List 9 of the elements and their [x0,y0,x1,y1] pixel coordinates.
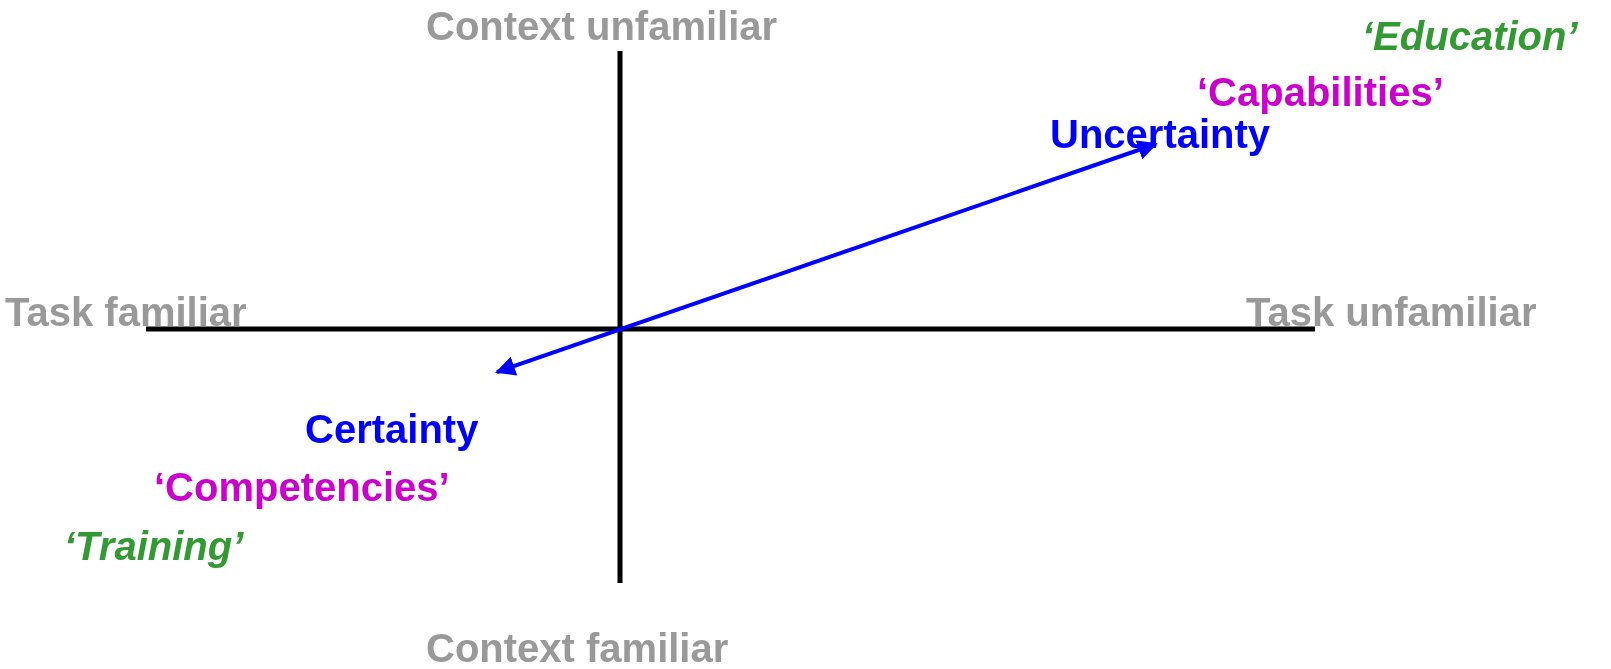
category-label: ‘Capabilities’ [1197,70,1444,114]
axis-label: Context unfamiliar [426,4,778,48]
category-label: ‘Training’ [64,524,244,568]
category-label: ‘Competencies’ [154,465,450,509]
axis-label: Task unfamiliar [1246,290,1537,334]
category-label: ‘Education’ [1362,14,1578,58]
axis-label: Task familiar [5,290,247,334]
axis-label: Context familiar [426,626,729,669]
spectrum-end-label: Certainty [305,407,479,451]
